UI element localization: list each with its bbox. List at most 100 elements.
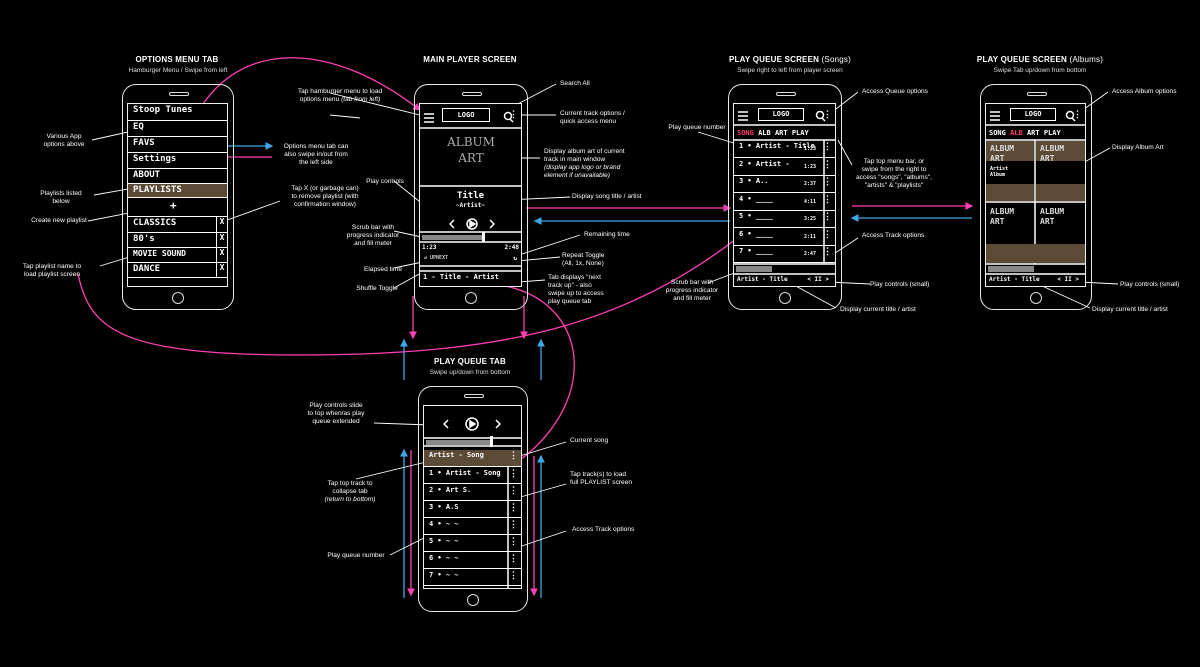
playlist-item-80s[interactable]: 80's X — [128, 233, 227, 248]
remove-playlist-icon[interactable]: X — [216, 248, 227, 262]
tab-songs[interactable]: SONG — [989, 129, 1006, 137]
album-art: ALBUM ART — [447, 135, 495, 165]
tab-albums[interactable]: ALB — [1010, 129, 1023, 137]
repeat-toggle[interactable]: ↻ — [513, 255, 517, 262]
remaining-time: 2:48 — [504, 244, 519, 251]
title-queue-tab: PLAY QUEUE TAB — [434, 357, 506, 366]
queue-options-icon[interactable]: ⋮ — [823, 109, 832, 119]
scrub-handle — [482, 232, 485, 242]
queue-albums-screen: LOGO ⋮ SONG ALB ART PLAY ALBUM ART ALBUM… — [985, 103, 1086, 287]
note-current-track-options: Current track options / quick access men… — [560, 110, 625, 125]
next-track-tab[interactable]: 1 - Title - Artist — [423, 273, 499, 281]
queue-tab-row[interactable]: 2 • Art S. ⋮ — [424, 485, 521, 501]
track-options-icon[interactable]: ⋮ — [823, 229, 832, 240]
note-current-song: Current song — [570, 437, 609, 444]
track-options-icon[interactable]: ⋮ — [509, 571, 518, 581]
options-item-eq[interactable]: EQ — [128, 121, 227, 137]
phone-queue-albums: LOGO ⋮ SONG ALB ART PLAY ALBUM ART ALBUM… — [980, 84, 1092, 310]
shuffle-toggle[interactable]: ⇄ UPNEXT — [424, 255, 449, 261]
queue-song-time: 3:25 — [804, 216, 817, 222]
options-item-app[interactable]: Stoop Tunes — [128, 104, 227, 121]
track-options-icon[interactable]: ⋮ — [823, 142, 832, 152]
options-item-favs[interactable]: FAVS — [128, 137, 227, 153]
title-queue-albums-light: (Albums) — [1069, 55, 1104, 64]
queue-tab-label: 2 • Art S. — [429, 486, 472, 494]
track-options-icon[interactable]: ⋮ — [509, 503, 518, 513]
queue-tab-row[interactable]: 7 • ~ ~ ⋮ — [424, 570, 521, 586]
playlist-80s-label: 80's — [133, 234, 155, 244]
track-options-icon[interactable]: ⋮ — [823, 212, 832, 222]
remove-playlist-icon[interactable]: X — [216, 263, 227, 277]
track-options-icon[interactable]: ⋮ — [823, 159, 832, 170]
queue-song-row[interactable]: 6 • ____2:11⋮ — [734, 229, 835, 246]
queue-song-row[interactable]: 2 • Artist -1:23⋮ — [734, 159, 835, 176]
queue-song-row[interactable]: 4 • ____4:11⋮ — [734, 194, 835, 211]
phone-main-player: LOGO ⋮ ALBUM ART Title ~Artist~ 1:23 2:4… — [414, 84, 528, 310]
hamburger-icon — [424, 113, 434, 123]
remove-playlist-icon[interactable]: X — [216, 217, 227, 232]
note-display-song-title: Display song title / artist — [572, 193, 642, 200]
options-item-settings[interactable]: Settings — [128, 153, 227, 169]
tab-albums[interactable]: ALB — [758, 129, 771, 137]
subtitle-queue-tab: Swipe up/down from bottom — [429, 369, 511, 376]
tab-playlists[interactable]: PLAY — [791, 129, 809, 137]
track-options-icon[interactable]: ⋮ — [509, 451, 518, 461]
mini-play-controls[interactable]: < II > — [807, 276, 829, 283]
note-create-playlist: Create new playlist — [31, 217, 87, 224]
search-icon — [815, 110, 825, 120]
queue-tab-label: 5 • ~ ~ — [429, 537, 459, 545]
tab-artists[interactable]: ART — [774, 129, 788, 137]
track-options-icon[interactable]: ⋮ — [823, 247, 832, 257]
track-options-icon[interactable]: ⋮ — [823, 177, 832, 187]
mini-play-controls[interactable]: < II > — [1057, 276, 1079, 283]
phone-speaker — [776, 92, 796, 96]
track-options-icon[interactable]: ⋮ — [509, 109, 518, 119]
queue-tabs[interactable]: SONG ALB ART PLAY — [737, 129, 809, 137]
tab-songs[interactable]: SONG — [737, 129, 754, 137]
queue-tab-row[interactable]: 5 • ~ ~ ⋮ — [424, 536, 521, 552]
album-tile[interactable]: ALBUM ART — [1040, 207, 1065, 226]
current-song-row[interactable]: Artist - Song⋮ — [424, 450, 521, 467]
hamburger-icon — [990, 111, 1000, 121]
track-options-icon[interactable]: ⋮ — [509, 554, 518, 564]
album-options-icon[interactable]: ⋮ — [1073, 109, 1082, 119]
remove-playlist-icon[interactable]: X — [216, 233, 227, 247]
album-tile[interactable]: ALBUM ART — [990, 144, 1015, 163]
tab-artists[interactable]: ART — [1026, 129, 1040, 137]
album-tile[interactable]: ALBUM ART — [1040, 144, 1065, 163]
tab-playlists[interactable]: PLAY — [1043, 129, 1061, 137]
queue-song-row[interactable]: 7 • ____2:47⋮ — [734, 246, 835, 263]
queue-tab-label: 7 • ~ ~ — [429, 571, 459, 579]
create-playlist-button[interactable]: + — [128, 198, 227, 217]
queue-tab-row[interactable]: 1 • Artist - Song⋮ — [424, 468, 521, 484]
queue-song-row[interactable]: 5 • ____3:25⋮ — [734, 211, 835, 228]
options-item-about-label: ABOUT — [133, 170, 161, 180]
queue-song-row[interactable]: 3 • A..2:37⋮ — [734, 176, 835, 193]
queue-tab-row[interactable]: 4 • ~ ~⋮ — [424, 519, 521, 535]
queue-tab-row[interactable]: 3 • A.S⋮ — [424, 502, 521, 518]
hamburger-icon — [738, 111, 748, 121]
track-options-icon[interactable]: ⋮ — [509, 537, 518, 547]
options-item-about[interactable]: ABOUT — [128, 169, 227, 184]
queue-tab-row[interactable]: 6 • ~ ~⋮ — [424, 553, 521, 569]
note-tap-playlist: Tap playlist name to load playlist scree… — [22, 263, 82, 278]
playlist-dance-label: DANCE — [133, 264, 161, 274]
options-playlists-header: PLAYLISTS — [128, 184, 227, 198]
options-menu-screen: Stoop Tunes EQ FAVS Settings ABOUT PLAYL… — [127, 103, 228, 287]
track-options-icon[interactable]: ⋮ — [509, 520, 518, 530]
phone-speaker — [464, 394, 484, 398]
note-access-track: Access Track options — [862, 232, 925, 239]
track-options-icon[interactable]: ⋮ — [509, 486, 518, 496]
album-tile[interactable]: ALBUM ART — [990, 207, 1015, 226]
queue-tabs[interactable]: SONG ALB ART PLAY — [989, 129, 1061, 137]
track-options-icon[interactable]: ⋮ — [509, 469, 518, 479]
title-queue-songs-bold: PLAY QUEUE SCREEN — [729, 55, 820, 64]
track-options-icon[interactable]: ⋮ — [823, 194, 832, 205]
note-play-controls: Play controls — [366, 178, 404, 185]
playlist-item-dance[interactable]: DANCE X — [128, 263, 227, 278]
scrub-fill — [422, 235, 484, 240]
